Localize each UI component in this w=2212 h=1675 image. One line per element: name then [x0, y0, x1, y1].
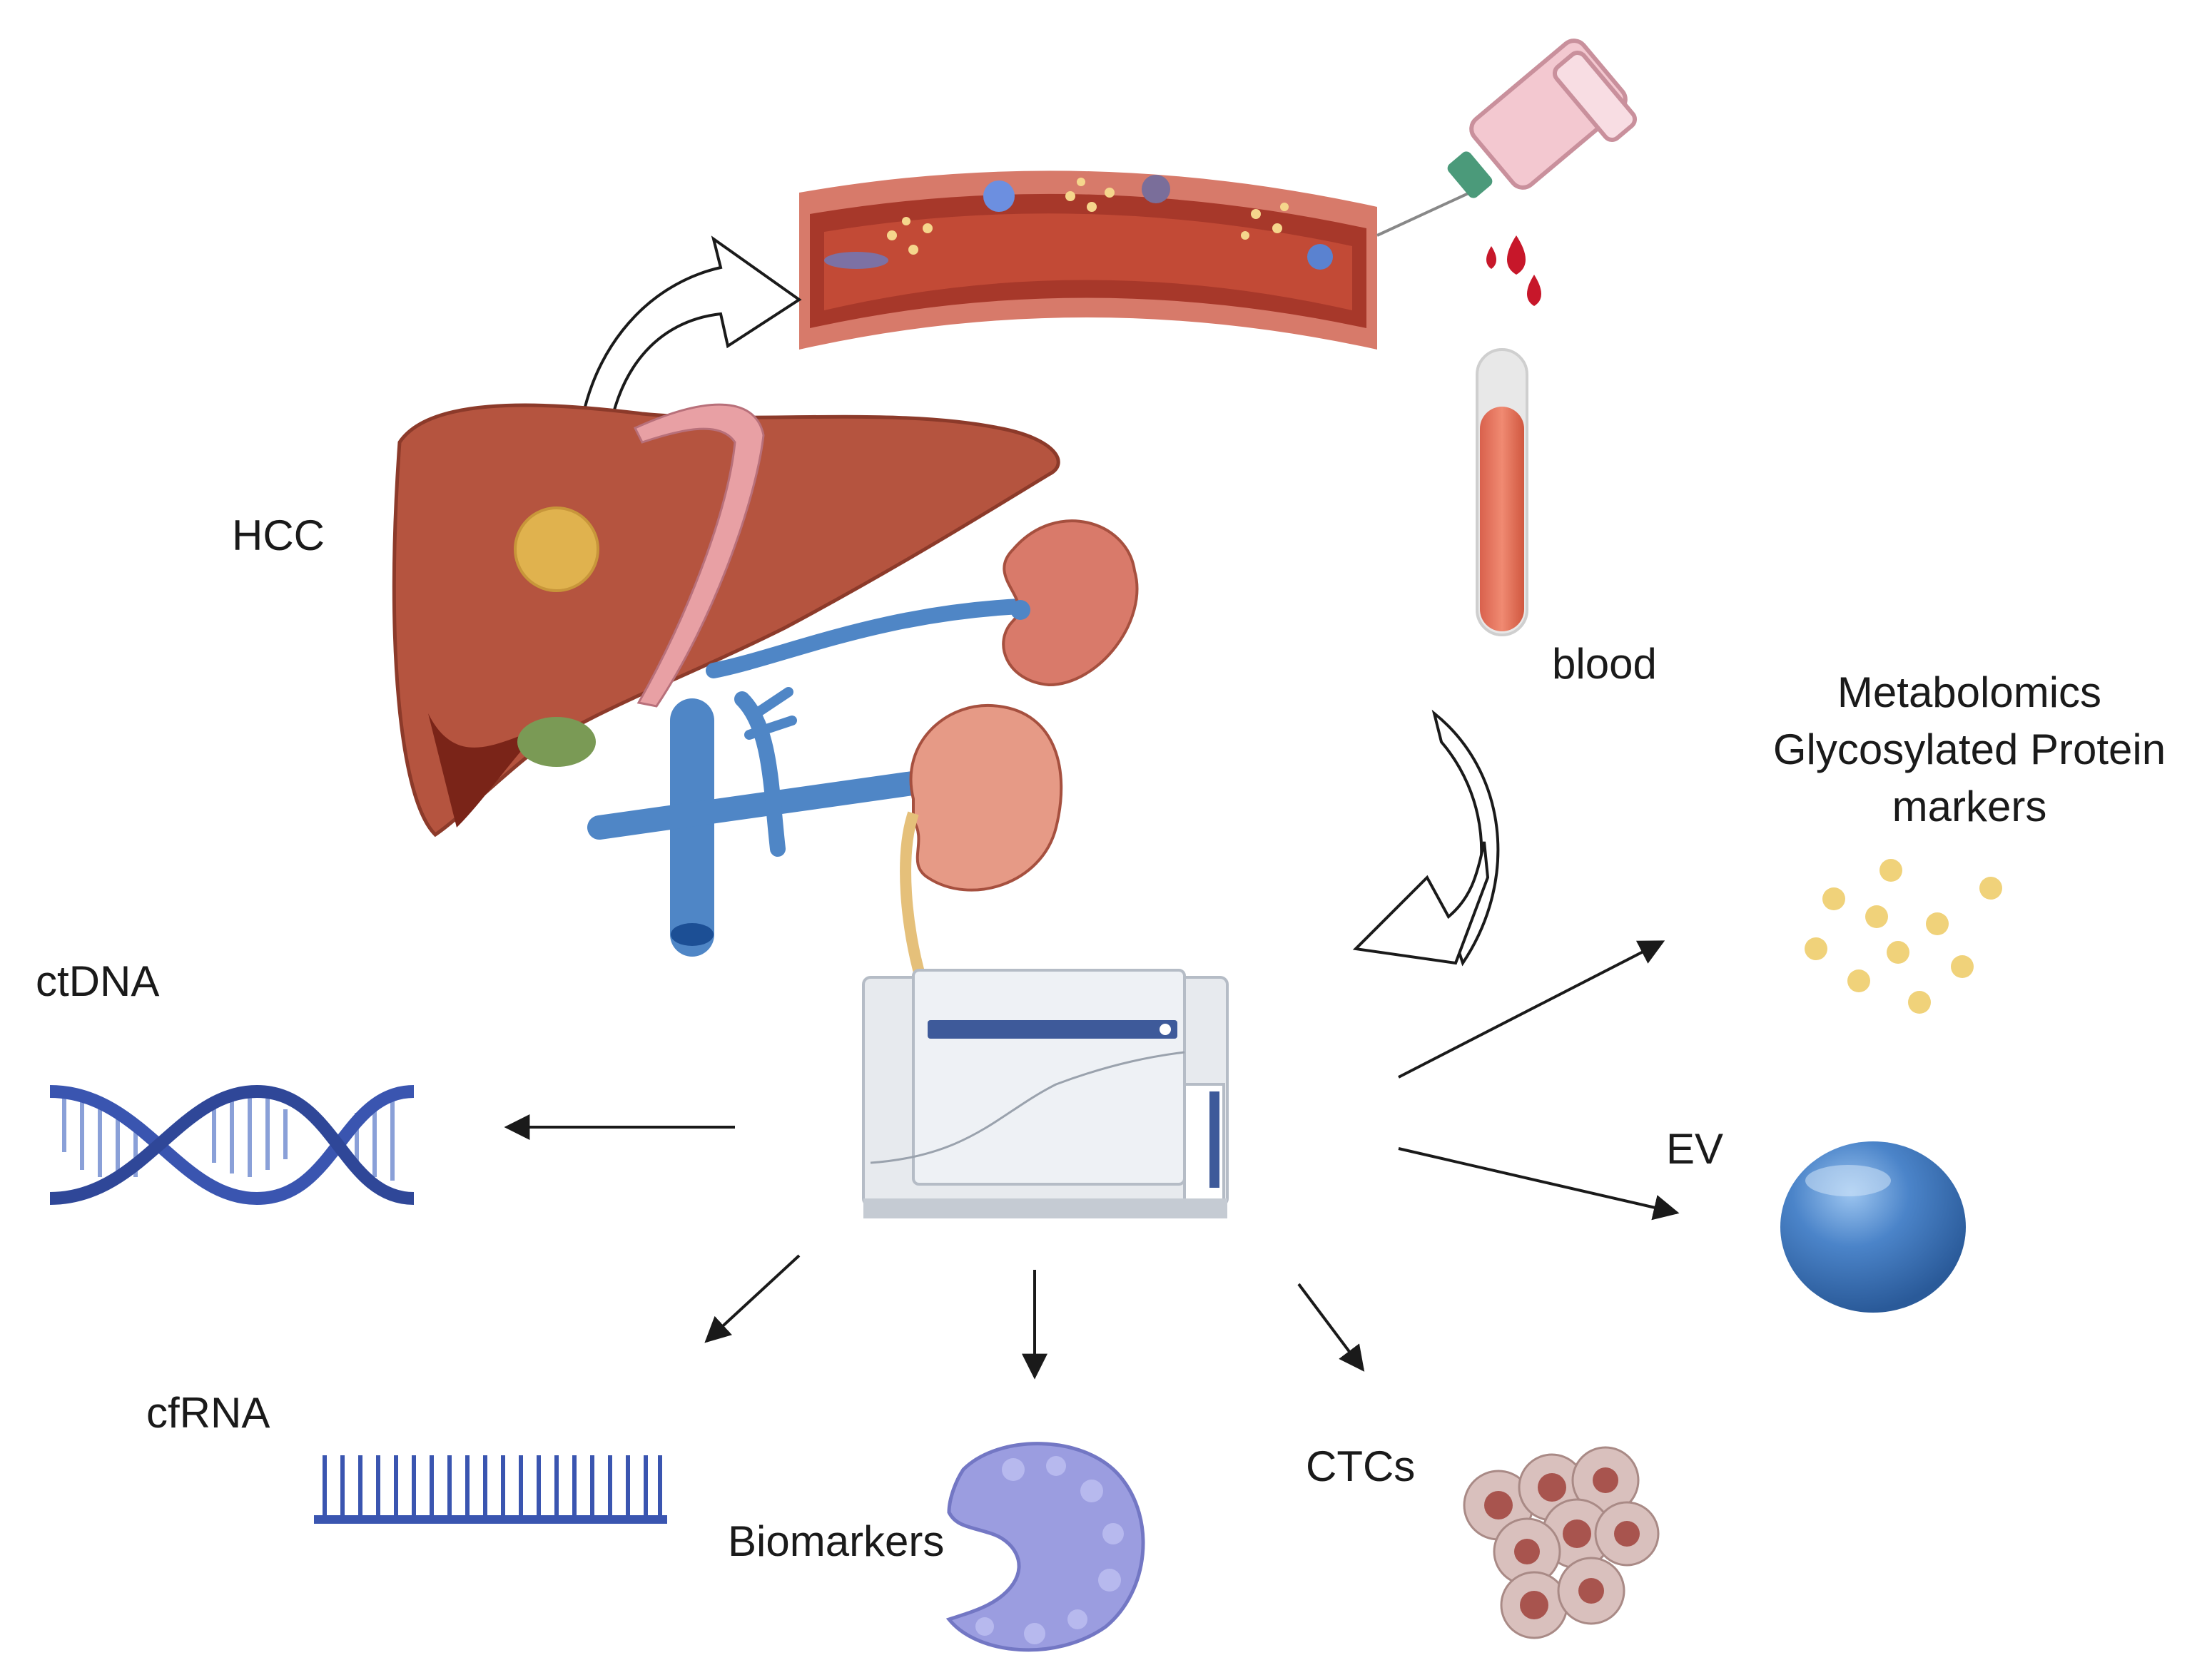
- metabolomics-label-line3: markers: [1892, 783, 2047, 830]
- analyzer-machine-icon: [862, 969, 1229, 1218]
- ctc-cluster-icon: [1463, 1446, 1660, 1639]
- kidney-icon-upper: [1002, 519, 1139, 687]
- ev-label: EV: [1666, 1125, 1724, 1173]
- metabolomics-label-line2: Glycosylated Protein: [1772, 726, 2166, 773]
- blood-tube-icon: [1476, 348, 1528, 636]
- kidney-icon-lower: [900, 703, 1063, 979]
- arrow-to-ev: [1398, 1147, 1680, 1221]
- blood-label: blood: [1552, 640, 1657, 688]
- biomarkers-label: Biomarkers: [728, 1517, 945, 1565]
- arrow-to-ctcs: [1297, 1283, 1365, 1372]
- cfrna-label: cfRNA: [146, 1389, 270, 1437]
- ctdna-label: ctDNA: [36, 957, 160, 1005]
- vein-opening: [671, 923, 714, 946]
- dna-helix-icon: [49, 1084, 415, 1206]
- hcc-label: HCC: [232, 511, 325, 559]
- blood-vessel: [799, 170, 1377, 350]
- arrow-to-cfrna: [704, 1254, 801, 1343]
- protein-biomarker-icon: [945, 1442, 1145, 1652]
- metabolite-particles-icon: [1805, 859, 2002, 1014]
- rna-strand-icon: [314, 1455, 667, 1524]
- vein-icon: [587, 599, 1028, 957]
- liver-icon: [392, 403, 1060, 838]
- tumor-to-vessel-arrow: [576, 235, 802, 455]
- extracellular-vesicle-icon: [1780, 1141, 1966, 1313]
- blood-to-machine-arrow: [1352, 709, 1500, 967]
- ctcs-label: CTCs: [1306, 1442, 1416, 1490]
- arrow-to-metabolomics: [1398, 940, 1665, 1079]
- metabolomics-label-line1: Metabolomics: [1837, 668, 2102, 716]
- blood-drop-icon: [1486, 235, 1541, 306]
- syringe-icon: [1376, 39, 1638, 237]
